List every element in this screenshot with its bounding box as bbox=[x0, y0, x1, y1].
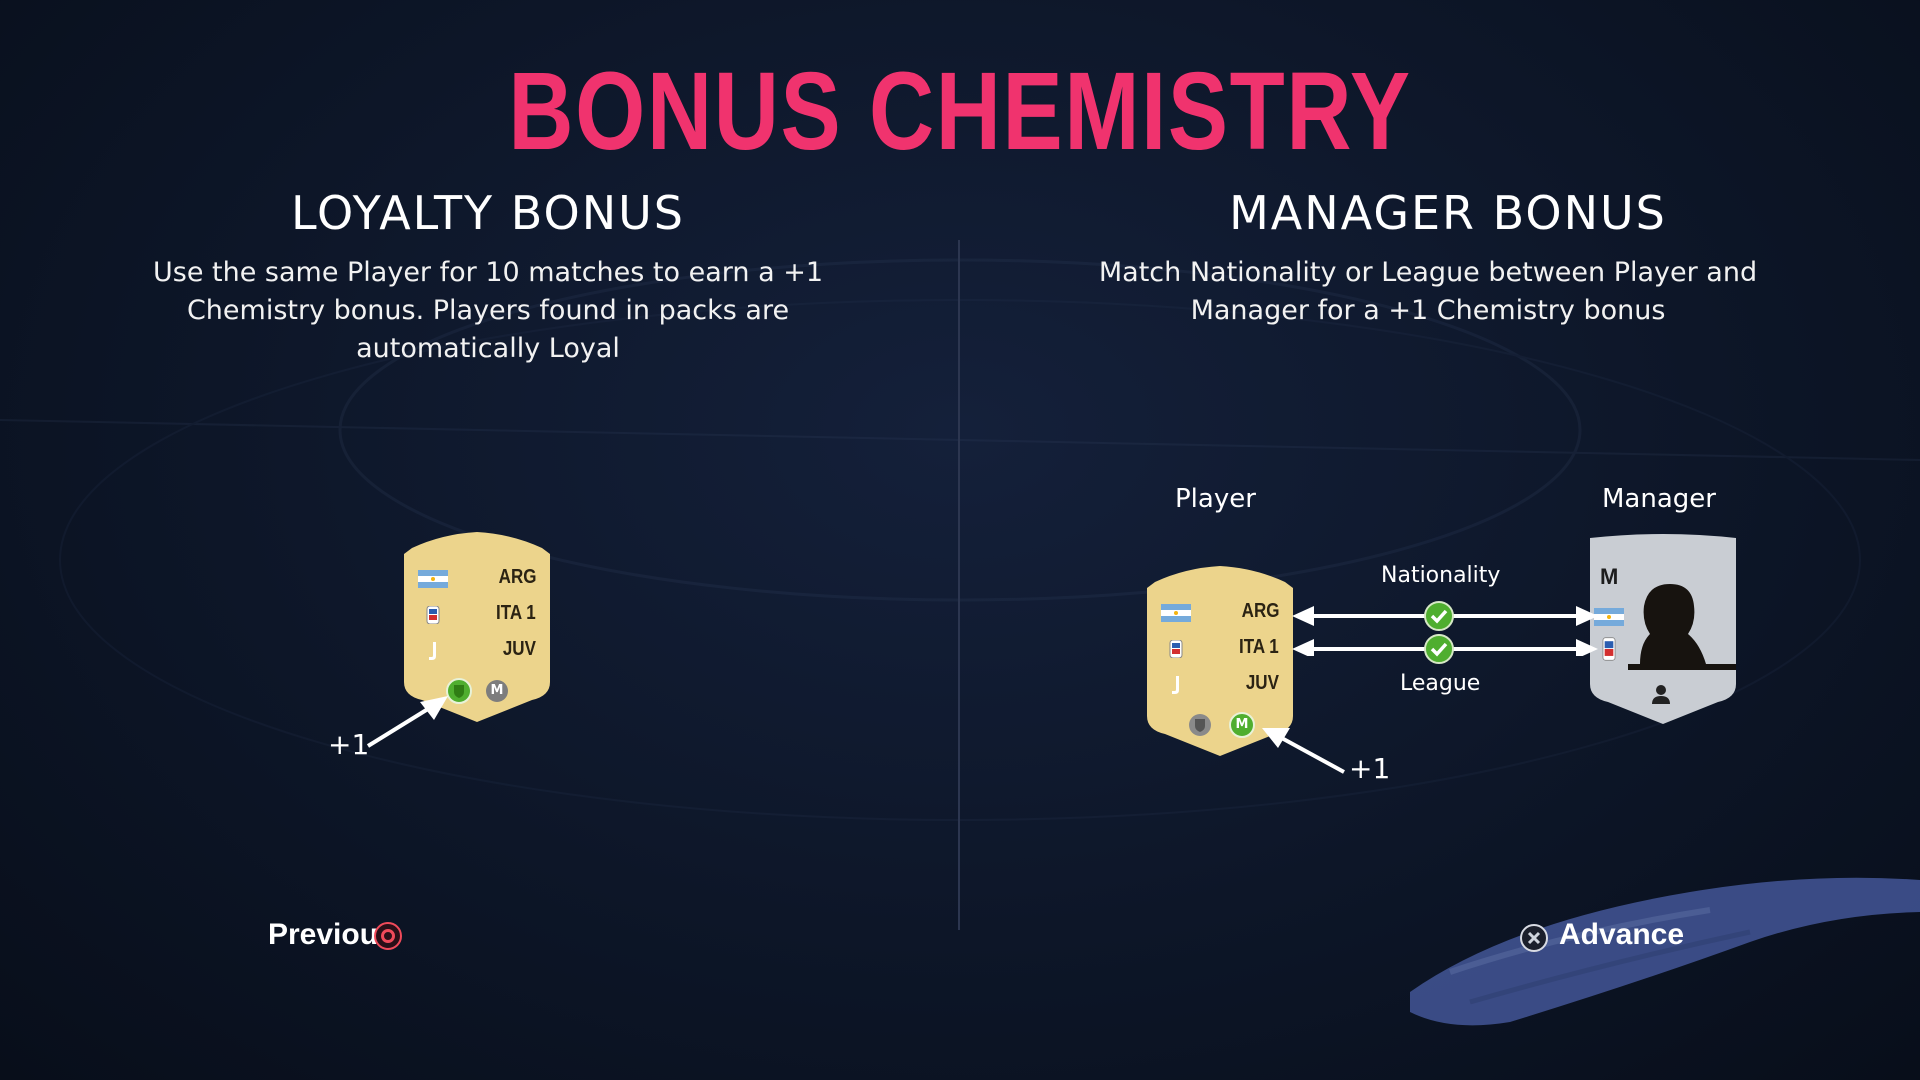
card-nation-row: ARG bbox=[1157, 596, 1283, 628]
loyalty-shield-icon bbox=[1189, 714, 1211, 736]
loyalty-player-card: ARG ITA 1 JUV M bbox=[402, 532, 552, 722]
card-club-row: JUV bbox=[414, 634, 540, 666]
card-club-row: JUV bbox=[1157, 668, 1283, 700]
section-divider bbox=[958, 240, 960, 930]
club-crest-icon bbox=[1172, 676, 1179, 694]
card-nation-code: ARG bbox=[1241, 600, 1279, 622]
manager-label: Manager bbox=[1602, 484, 1716, 514]
league-label: League bbox=[1400, 671, 1481, 696]
argentina-flag-icon bbox=[1594, 608, 1624, 626]
club-crest-icon bbox=[429, 642, 436, 660]
loyalty-bonus-description: Use the same Player for 10 matches to ea… bbox=[152, 257, 824, 364]
loyalty-bonus-heading: LOYALTY BONUS bbox=[290, 186, 686, 240]
nationality-label: Nationality bbox=[1381, 563, 1501, 588]
nationality-check-icon bbox=[1424, 601, 1454, 631]
loyalty-shield-icon bbox=[446, 678, 472, 704]
manager-position: M bbox=[1600, 564, 1619, 589]
advance-label: Advance bbox=[1559, 918, 1685, 951]
previous-button[interactable]: Previous bbox=[268, 918, 395, 952]
player-label: Player bbox=[1175, 484, 1256, 514]
manager-bonus-description: Match Nationality or League between Play… bbox=[1098, 257, 1758, 326]
brush-stroke-decoration bbox=[1410, 877, 1920, 1026]
manager-chip-icon: M bbox=[486, 680, 508, 702]
manager-card: M bbox=[1588, 534, 1736, 724]
circle-button-icon[interactable] bbox=[374, 922, 402, 950]
card-league-code: ITA 1 bbox=[496, 602, 536, 624]
manager-bonus-player-card: ARG ITA 1 JUV M bbox=[1145, 566, 1295, 756]
advance-button[interactable]: Advance bbox=[1559, 918, 1684, 952]
manager-chip-icon: M bbox=[1229, 712, 1255, 738]
card-club-code: JUV bbox=[502, 638, 536, 660]
page-title: BONUS CHEMISTRY bbox=[508, 50, 1412, 173]
card-league-code: ITA 1 bbox=[1239, 636, 1279, 658]
league-check-icon bbox=[1424, 634, 1454, 664]
cross-button-icon[interactable] bbox=[1520, 924, 1548, 952]
manager-bonus-value: +1 bbox=[1349, 752, 1391, 785]
card-nation-code: ARG bbox=[498, 566, 536, 588]
manager-person-icon bbox=[1652, 685, 1670, 704]
card-nation-row: ARG bbox=[414, 562, 540, 594]
manager-bonus-heading: MANAGER BONUS bbox=[1229, 186, 1667, 240]
card-league-row: ITA 1 bbox=[414, 598, 540, 630]
manager-bonus-arrow-icon bbox=[1262, 728, 1345, 774]
loyalty-bonus-value: +1 bbox=[328, 728, 370, 761]
loyalty-arrow-icon bbox=[366, 696, 448, 748]
card-league-row: ITA 1 bbox=[1157, 632, 1283, 664]
argentina-flag-icon bbox=[418, 570, 448, 588]
card-club-code: JUV bbox=[1245, 672, 1279, 694]
previous-label: Previous bbox=[268, 918, 395, 951]
league-badge-icon bbox=[1602, 637, 1616, 661]
argentina-flag-icon bbox=[1161, 604, 1191, 622]
league-badge-icon bbox=[1169, 640, 1183, 658]
league-badge-icon bbox=[426, 606, 440, 624]
